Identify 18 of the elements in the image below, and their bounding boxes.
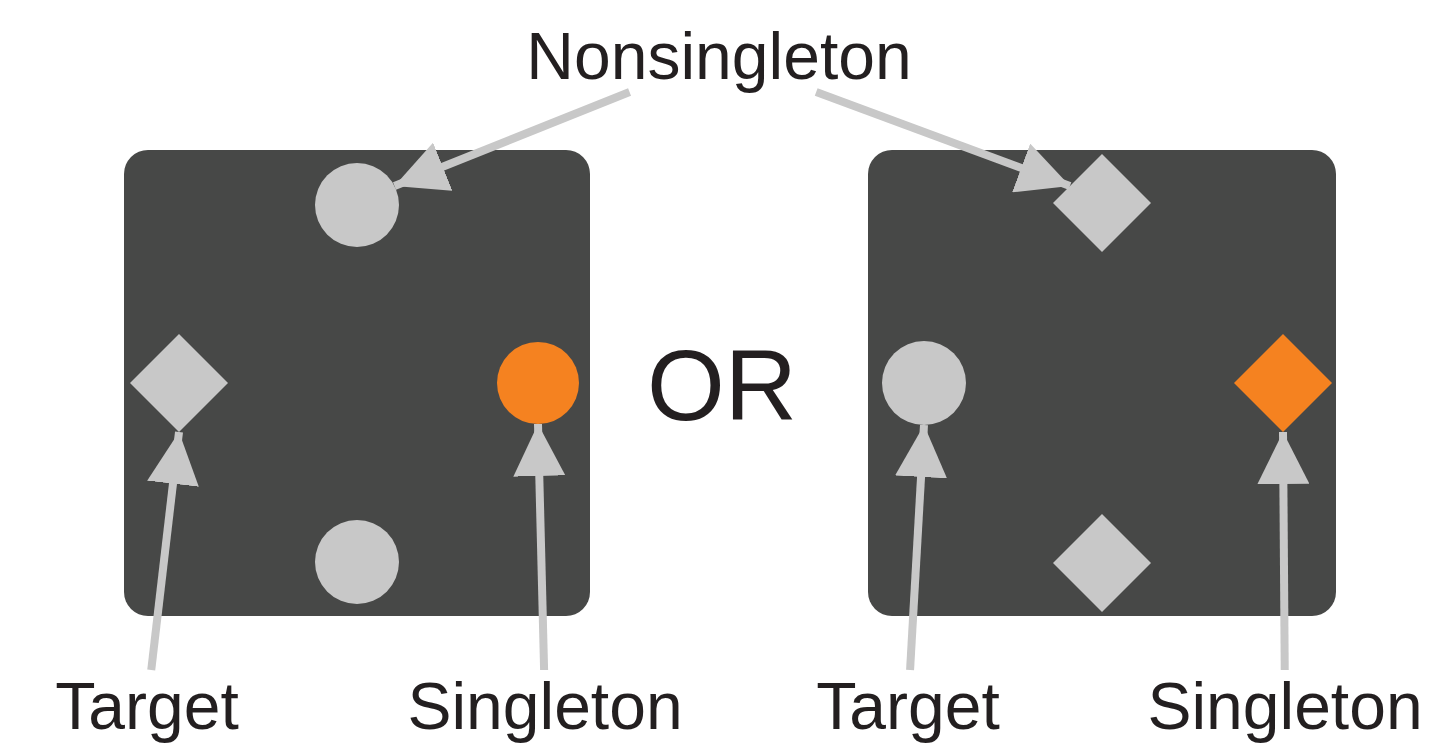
diamond-shape	[1234, 334, 1332, 432]
callout-label: Target	[808, 670, 1008, 742]
stimulus-panel	[868, 150, 1336, 616]
stimulus-panel	[124, 150, 590, 616]
diamond-shape	[1053, 154, 1151, 252]
arrow	[393, 88, 632, 191]
callout-label: Singleton	[395, 670, 695, 742]
arrow	[814, 88, 1072, 193]
callout-label: Target	[47, 670, 247, 742]
arrow	[513, 423, 566, 671]
diamond-shape	[1053, 514, 1151, 612]
or-label: OR	[646, 330, 798, 440]
arrow	[147, 431, 199, 671]
diamond-shape	[130, 334, 228, 432]
callout-label: Nonsingleton	[519, 20, 919, 92]
callout-label: Singleton	[1135, 670, 1435, 742]
arrow	[1257, 431, 1310, 671]
arrow	[895, 424, 947, 671]
